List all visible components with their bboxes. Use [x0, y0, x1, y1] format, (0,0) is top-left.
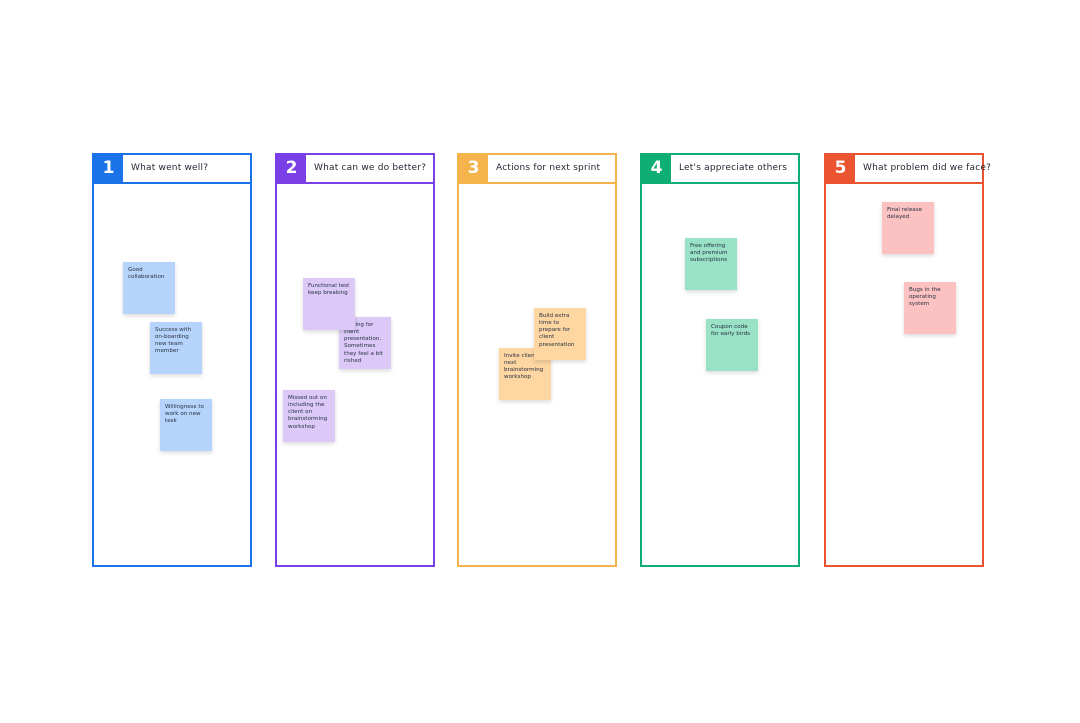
- sticky-note[interactable]: Missed out on including the client on br…: [283, 390, 335, 442]
- sticky-note[interactable]: Good collaboration: [123, 262, 175, 314]
- column-number-badge: 2: [277, 155, 306, 184]
- column-number-badge: 5: [826, 155, 855, 184]
- sticky-note[interactable]: Final release delayed: [882, 202, 934, 254]
- column-number-badge: 4: [642, 155, 671, 184]
- sticky-note[interactable]: Build extra time to prepare for client p…: [534, 308, 586, 360]
- column-header: 3 Actions for next sprint: [459, 155, 615, 184]
- sticky-note[interactable]: …aring for client presentation. Sometime…: [339, 317, 391, 369]
- column-header: 1 What went well?: [94, 155, 250, 184]
- sticky-note[interactable]: Coupon code for early birds: [706, 319, 758, 371]
- column-header: 4 Let's appreciate others: [642, 155, 798, 184]
- sticky-note[interactable]: Free offering and premium subscriptions: [685, 238, 737, 290]
- column-number-badge: 3: [459, 155, 488, 184]
- sticky-note[interactable]: Success with on-boarding new team member: [150, 322, 202, 374]
- column-title[interactable]: What problem did we face?: [863, 163, 992, 173]
- column-what-can-we-do-better: 2 What can we do better? …aring for clie…: [275, 153, 435, 567]
- column-title[interactable]: What went well?: [131, 163, 209, 173]
- column-actions-for-next-sprint: 3 Actions for next sprint Invite clien t…: [457, 153, 617, 567]
- sticky-note[interactable]: Willingness to work on new tesk: [160, 399, 212, 451]
- column-number-badge: 1: [94, 155, 123, 184]
- column-header: 2 What can we do better?: [277, 155, 433, 184]
- column-what-problem-did-we-face: 5 What problem did we face? Final releas…: [824, 153, 991, 567]
- column-what-went-well: 1 What went well? Good collaboration Suc…: [92, 153, 252, 567]
- column-title[interactable]: Let's appreciate others: [679, 163, 788, 173]
- column-title[interactable]: What can we do better?: [314, 163, 427, 173]
- column-header: 5 What problem did we face?: [826, 155, 991, 184]
- column-lets-appreciate-others: 4 Let's appreciate others Free offering …: [640, 153, 800, 567]
- column-title[interactable]: Actions for next sprint: [496, 163, 601, 173]
- sticky-note[interactable]: Functional test keep breaking: [303, 278, 355, 330]
- sticky-note[interactable]: Bugs in the operating system: [904, 282, 956, 334]
- sticky-note[interactable]: Invite clien the next brainstorming work…: [499, 348, 551, 400]
